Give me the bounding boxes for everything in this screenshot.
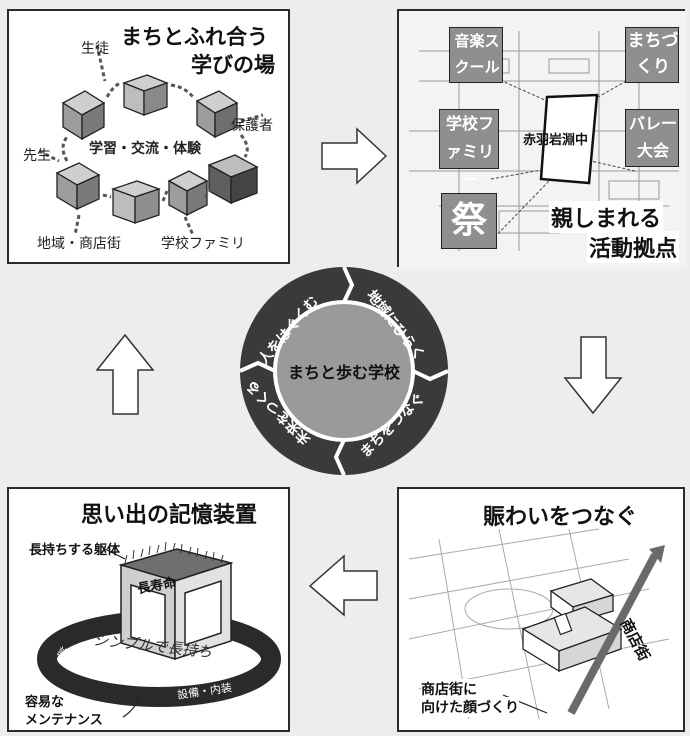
tr-title-line2: 活動拠点 <box>587 231 680 263</box>
arrow-up-left <box>95 333 155 415</box>
bl-maint-line1: 容易な <box>25 695 65 710</box>
center-ring-graphic <box>239 266 449 476</box>
tr-cell-machi: まちづくり <box>625 27 679 83</box>
tr-cell-music: 音楽スクール <box>449 27 503 83</box>
tl-title-line2: 学びの場 <box>191 53 275 77</box>
bl-structure-graphic <box>37 541 281 718</box>
center-cycle: まちと歩む学校 人をはぐくむ 地域にひらく まちをつなぐ 未来をつくる <box>238 265 450 477</box>
bl-maint-line2: メンテナンス <box>25 713 103 728</box>
tr-cell-fest: 祭 <box>441 193 497 249</box>
panel-connect-liveliness: 賑わいをつなぐ 商店街 商店街に 向けた顔づくり <box>397 487 685 732</box>
tr-cell-family-text: 学校ファミリー <box>445 114 494 189</box>
tl-label-family: 学校ファミリ <box>161 236 245 252</box>
arrow-left-bottom <box>308 554 378 617</box>
tl-label-community: 地域・商店街 <box>37 236 121 252</box>
br-street-graphic <box>408 528 670 720</box>
tl-title-line1: まちとふれ合う <box>121 25 268 49</box>
tr-cell-volley: バレー大会 <box>625 109 679 167</box>
panel-learning-place: まちとふれ合う 学びの場 生徒 保護者 先生 学習・交流・体験 地域・商店街 学… <box>7 9 290 264</box>
tl-label-student: 生徒 <box>81 41 109 57</box>
tl-label-teacher: 先生 <box>23 148 51 164</box>
arrow-down-right <box>563 336 623 415</box>
br-caption-line1: 商店街に <box>421 679 477 699</box>
tr-cell-volley-text: バレー大会 <box>628 114 677 160</box>
tl-cubes-graphic <box>38 44 264 236</box>
tr-cell-machi-text: まちづくり <box>627 31 679 77</box>
tl-label-guardian: 保護者 <box>231 118 273 134</box>
tr-title-line1: 親しまれる <box>549 201 664 233</box>
bl-structure-label: 長持ちする躯体 <box>29 543 121 558</box>
tr-cell-music-text: 音楽スクール <box>454 32 500 76</box>
br-caption-line2: 向けた顔づくり <box>421 697 519 717</box>
tr-cell-fest-text: 祭 <box>450 200 487 241</box>
tr-school-label: 赤羽岩淵中 <box>523 133 589 148</box>
bl-title: 思い出の記憶装置 <box>81 503 258 528</box>
panel-activity-hub: 音楽スクール まちづくり 学校ファミリー バレー大会 祭 赤羽岩淵中 親しまれる… <box>397 9 687 269</box>
arrow-right-top <box>321 127 388 185</box>
br-title: 賑わいをつなぐ <box>483 505 638 530</box>
center-title: まちと歩む学校 <box>287 363 400 382</box>
tr-cell-family: 学校ファミリー <box>439 109 499 189</box>
panel-memory-device: 思い出の記憶装置 長持ちする躯体 長寿命 シンプルで長持ち 設備・内装 設備・内… <box>7 487 290 732</box>
tl-label-center: 学習・交流・体験 <box>89 141 201 157</box>
